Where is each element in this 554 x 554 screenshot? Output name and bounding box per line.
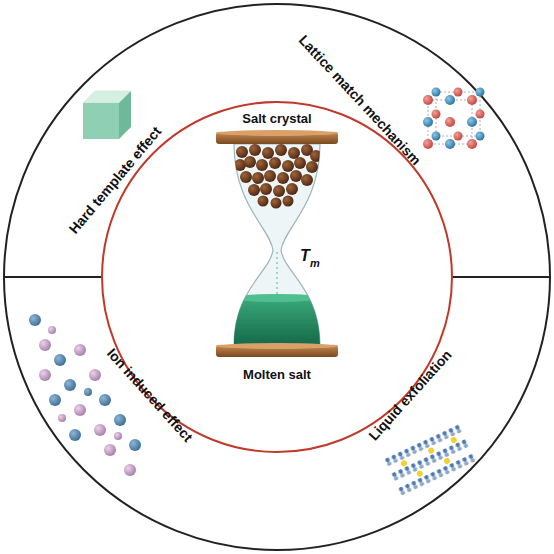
symbol-label: T	[300, 248, 310, 264]
cube-icon	[83, 91, 131, 139]
ion-cluster-icon	[29, 314, 141, 476]
hourglass-icon	[216, 130, 338, 357]
component-label: Salt crystal	[242, 112, 311, 125]
section-label: Liquid exfoliation	[366, 347, 454, 442]
lattice-icon	[423, 88, 485, 150]
outer-circle	[4, 4, 550, 550]
section-label: Hard template effect	[66, 124, 163, 236]
section-label: Ion induced effect	[105, 346, 196, 444]
subscript-label: m	[310, 258, 320, 269]
divider-line	[4, 276, 102, 278]
layered-sheet-icon	[383, 424, 476, 496]
divider-line	[452, 276, 550, 278]
component-label: Molten salt	[243, 368, 311, 381]
